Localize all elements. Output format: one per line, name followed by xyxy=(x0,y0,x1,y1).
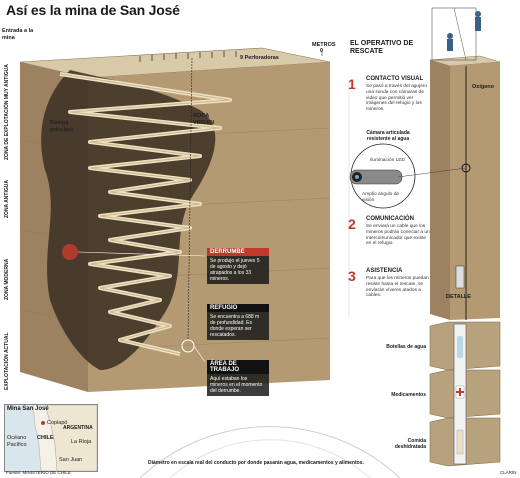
locator-map-drawing xyxy=(32,405,97,471)
zone-ancient-label: ZONA ANTIGUA xyxy=(4,180,10,218)
step-title: CONTACTO VISUAL xyxy=(366,76,424,82)
page-title: Así es la mina de San José xyxy=(6,2,180,18)
rescue-heading: EL OPERATIVO DE RESCATE xyxy=(350,40,414,55)
credit-note: CLARÍN xyxy=(500,470,517,475)
supply-medicine-label: Medicamentos xyxy=(391,392,426,398)
meters-label: METROS xyxy=(312,42,336,48)
zone-current-label: EXPLOTACIÓN ACTUAL xyxy=(4,332,10,391)
diameter-note: Diámetro en escala real del conducto por… xyxy=(148,460,364,466)
refuge-callout: REFUGIO Se encuentra a 688 m de profundi… xyxy=(207,304,269,340)
map-argentina: ARGENTINA xyxy=(63,425,93,431)
step-text: Se pasó a través del agujero una sonda c… xyxy=(366,84,428,113)
drillholes-label: 9 Perforadoras xyxy=(240,55,279,61)
refuge-title: REFUGIO xyxy=(207,304,269,312)
map-title: Mina San José xyxy=(7,406,49,412)
step-text: Se enviará un cable que los mineros podr… xyxy=(366,224,430,247)
collapse-callout: DERRUMBE Se produjo el jueves 5 de agost… xyxy=(207,248,269,284)
map-la-rioja: La Rioja xyxy=(71,439,92,445)
work-area-text: Aquí estaban los mineros en el momento d… xyxy=(207,374,269,396)
work-area-callout: ÁREA DE TRABAJO Aquí estaban los mineros… xyxy=(207,360,269,396)
locator-map: Mina San José Copiapó CHILE ARGENTINA La… xyxy=(4,404,98,472)
step-number: 1 xyxy=(348,76,356,92)
collapse-text: Se produjo el jueves 5 de agosto y dejó … xyxy=(207,256,269,284)
oxygen-label: Oxígeno xyxy=(472,84,495,90)
led-label: Iluminación LED xyxy=(370,158,405,163)
map-ocean: Océano Pacífico xyxy=(7,435,27,448)
meters-zero-label: 0 xyxy=(320,48,324,54)
supply-water-label: Botellas de agua xyxy=(386,344,426,350)
refuge-text: Se encuentra a 688 m de profundidad. Es … xyxy=(207,312,269,340)
camera-title: Cámara articulada resistente al agua xyxy=(366,130,410,142)
map-chile: CHILE xyxy=(37,435,54,441)
step-number: 3 xyxy=(348,268,356,284)
step-title: COMUNICACIÓN xyxy=(366,216,414,222)
step-number: 2 xyxy=(348,216,356,232)
ramp-label: Rampa principal xyxy=(50,120,73,133)
source-note: Fuente: MINISTERIO DE CHILE xyxy=(6,470,71,475)
work-area-title: ÁREA DE TRABAJO xyxy=(207,360,269,374)
map-copiapo: Copiapó xyxy=(47,420,68,426)
entrance-label: Entrada a la mina xyxy=(2,28,34,41)
zone-very-old-label: ZONA DE EXPLOTACIÓN MUY ANTIGUA xyxy=(4,64,10,160)
rock-label: ROCA VIRGEN xyxy=(193,113,215,126)
collapse-title: DERRUMBE xyxy=(207,248,269,256)
zone-modern-label: ZONA MODERNA xyxy=(4,258,10,300)
detail-label: DETALLE xyxy=(446,294,471,300)
step-text: Para que los mineros puedan resistir has… xyxy=(366,276,429,299)
supply-food-label: Comida deshidratada xyxy=(394,438,426,450)
step-title: ASISTENCIA xyxy=(366,268,403,274)
wide-angle-label: Amplio ángulo de visión xyxy=(362,192,400,203)
map-san-juan: San Juan xyxy=(59,457,83,463)
